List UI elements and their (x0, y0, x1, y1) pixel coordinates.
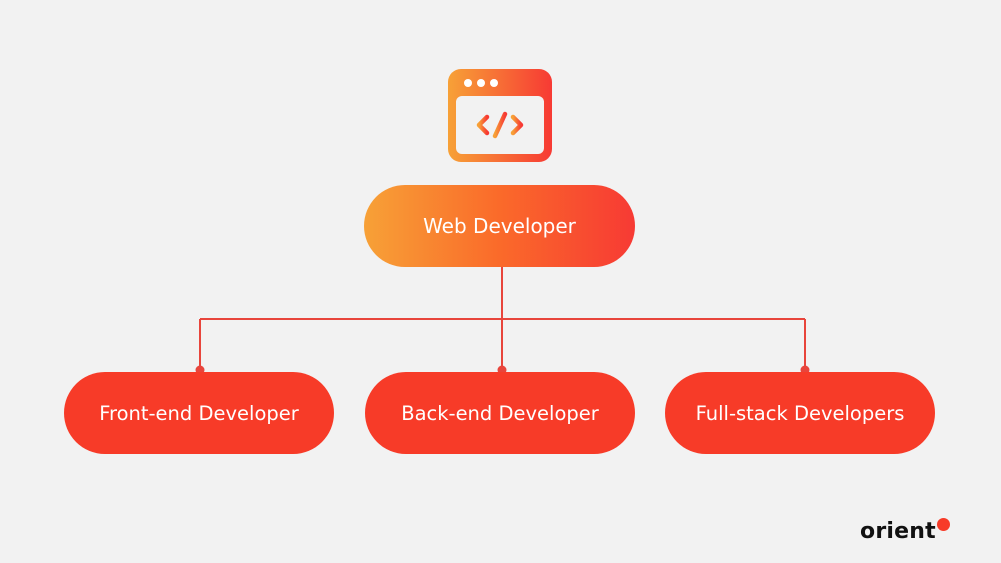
node-full-stack-developers: Full-stack Developers (665, 372, 935, 454)
node-back-end-developer-label: Back-end Developer (401, 401, 599, 425)
brand-logo-text: orient (860, 518, 936, 544)
node-front-end-developer-label: Front-end Developer (99, 401, 299, 425)
brand-logo: orient (860, 515, 950, 547)
brand-logo-dot-icon (936, 517, 950, 531)
node-web-developer-label: Web Developer (423, 214, 576, 238)
node-front-end-developer: Front-end Developer (64, 372, 334, 454)
code-browser-icon (448, 69, 552, 162)
node-web-developer: Web Developer (364, 185, 635, 267)
node-full-stack-developers-label: Full-stack Developers (695, 401, 905, 425)
node-back-end-developer: Back-end Developer (365, 372, 635, 454)
